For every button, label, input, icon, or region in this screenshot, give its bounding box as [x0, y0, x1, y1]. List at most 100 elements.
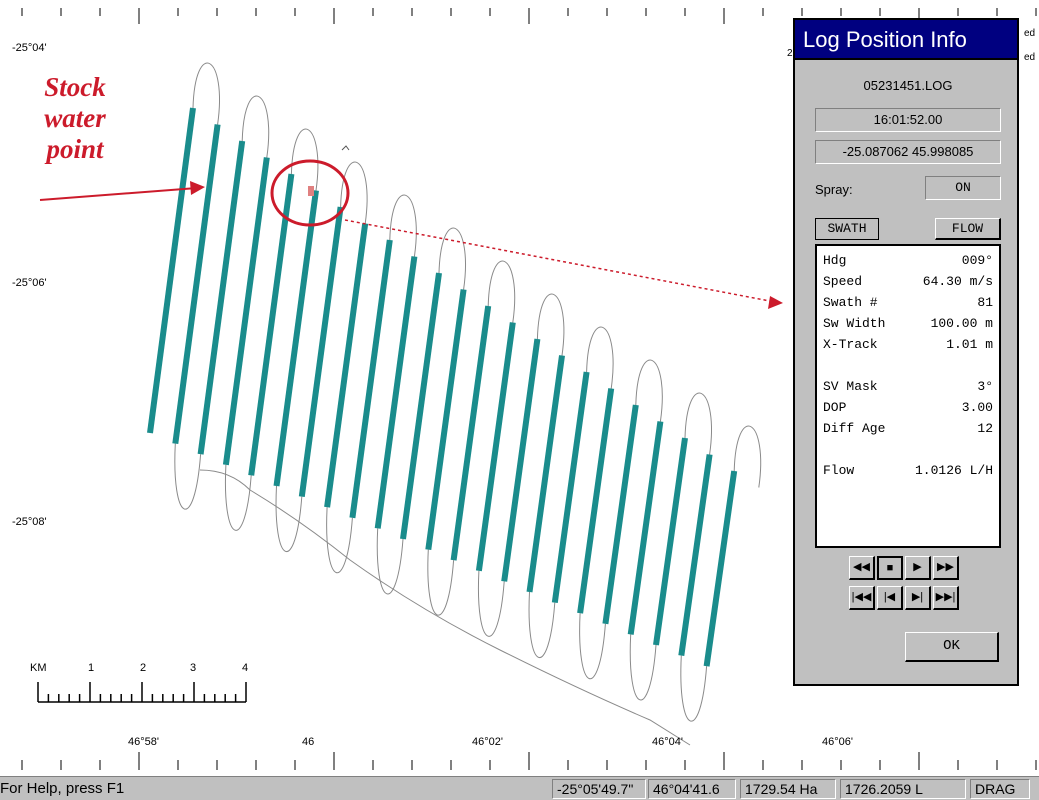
annotation-line-2: water	[44, 103, 106, 133]
status-bar: For Help, press F1 -25°05'49.7" 46°04'41…	[0, 776, 1039, 800]
tab-swath[interactable]: SWATH	[815, 218, 879, 240]
loop-connector	[340, 161, 368, 224]
tab-flow[interactable]: FLOW	[935, 218, 1001, 240]
stat-spacer	[823, 355, 993, 376]
loop-connector	[629, 634, 657, 701]
annotation-line-3: point	[46, 134, 104, 164]
loop-connector	[376, 528, 404, 595]
lat-label-2: -25°06'	[12, 277, 47, 289]
loop-connector	[579, 613, 606, 679]
loop-connector	[487, 260, 516, 323]
loop-connector	[528, 591, 556, 658]
status-liters: 1726.2059 L	[840, 779, 966, 799]
edge-text-top: ed	[1024, 28, 1036, 39]
skip-last-icon: ▶▶|	[935, 591, 956, 603]
stat-label: Sw Width	[823, 316, 886, 331]
annotation-line-1: Stock	[44, 72, 106, 102]
map-view[interactable]: -25°04' -25°06' -25°08' 46°58' 46 46°02'…	[0, 0, 1039, 776]
stat-value: 1.01 m	[946, 337, 993, 352]
stat-label: Swath #	[823, 295, 878, 310]
stat-row-speed: Speed 64.30 m/s	[823, 271, 993, 292]
lat-label-1: -25°04'	[12, 42, 47, 54]
loop-connector	[290, 128, 319, 191]
lat-label-3: -25°08'	[12, 516, 47, 528]
swath-track	[374, 256, 418, 529]
stat-label: DOP	[823, 400, 847, 415]
map-ticks-top	[21, 8, 1037, 24]
stat-row-swath-num: Swath #81	[823, 292, 993, 313]
spray-value: ON	[925, 176, 1001, 200]
scale-bar: KM 1 2 3 4	[30, 662, 260, 712]
play-button[interactable]: ▶	[905, 556, 931, 580]
fast-forward-button[interactable]: ▶▶	[933, 556, 959, 580]
scale-tick-3: 3	[190, 662, 197, 674]
scale-tick-4: 4	[242, 662, 249, 674]
step-forward-icon: ▶|	[911, 591, 924, 603]
loop-connector	[326, 507, 353, 573]
stock-water-point-annotation: Stock water point	[20, 72, 130, 165]
swath-track	[298, 206, 344, 497]
swath-track	[551, 371, 590, 604]
loop-connector	[224, 464, 252, 531]
cursor-glyph	[341, 145, 350, 151]
stat-label: Hdg	[823, 253, 847, 268]
log-position-info-dialog[interactable]: Log Position Info 05231451.LOG 16:01:52.…	[793, 18, 1019, 686]
skip-first-button[interactable]: |◀◀	[849, 586, 875, 610]
stop-button[interactable]: ■	[877, 556, 903, 580]
scale-tick-1: 1	[88, 662, 95, 674]
flight-path-loops	[174, 62, 762, 722]
stat-value: 64.30 m/s	[922, 274, 993, 289]
loop-connector	[275, 485, 303, 552]
coords-field: -25.087062 45.998085	[815, 140, 1001, 164]
stat-label: X-Track	[823, 337, 878, 352]
loop-connector	[536, 293, 565, 356]
status-area: 1729.54 Ha	[740, 779, 836, 799]
status-help-text: For Help, press F1	[0, 780, 125, 797]
step-back-button[interactable]: |◀	[877, 586, 903, 610]
skip-last-button[interactable]: ▶▶|	[933, 586, 959, 610]
swath-track	[703, 470, 738, 667]
swath-track	[147, 107, 196, 434]
step-back-icon: |◀	[883, 591, 896, 603]
loop-connector	[586, 326, 614, 389]
swath-tracks	[147, 107, 738, 667]
lon-label-1: 46°58'	[128, 736, 159, 748]
stat-label: Diff Age	[823, 421, 886, 436]
lon-label-4: 46°04'	[652, 736, 683, 748]
swath-track	[501, 338, 541, 582]
stat-label: Speed	[823, 274, 863, 289]
swath-track	[602, 404, 639, 625]
loop-connector	[635, 359, 663, 422]
edge-text-tiny: 2	[787, 48, 793, 59]
swath-track	[324, 223, 369, 508]
position-marker	[308, 186, 314, 196]
loop-connector	[241, 95, 270, 158]
swath-track	[248, 173, 295, 476]
swath-track	[273, 190, 319, 487]
step-forward-button[interactable]: ▶|	[905, 586, 931, 610]
status-longitude: 46°04'41.6	[648, 779, 736, 799]
highlight-circle	[270, 159, 350, 227]
map-canvas[interactable]	[0, 0, 1039, 776]
field-boundary	[199, 469, 691, 746]
ok-button[interactable]: OK	[905, 632, 999, 662]
annotation-arrow-head	[190, 181, 205, 195]
loop-connector	[684, 392, 712, 455]
fast-forward-icon: ▶▶	[937, 561, 954, 573]
swath-track	[222, 157, 270, 466]
spray-label: Spray:	[815, 182, 853, 197]
log-filename: 05231451.LOG	[863, 78, 953, 93]
stop-icon: ■	[886, 562, 894, 574]
dialog-title-bar[interactable]: Log Position Info	[795, 20, 1017, 60]
loop-connector	[438, 227, 466, 290]
scale-tick-2: 2	[140, 662, 147, 674]
status-latitude: -25°05'49.7"	[552, 779, 646, 799]
pointer-arrow-head	[768, 296, 783, 309]
stat-label: Flow	[823, 463, 855, 478]
rewind-button[interactable]: ◀◀	[849, 556, 875, 580]
